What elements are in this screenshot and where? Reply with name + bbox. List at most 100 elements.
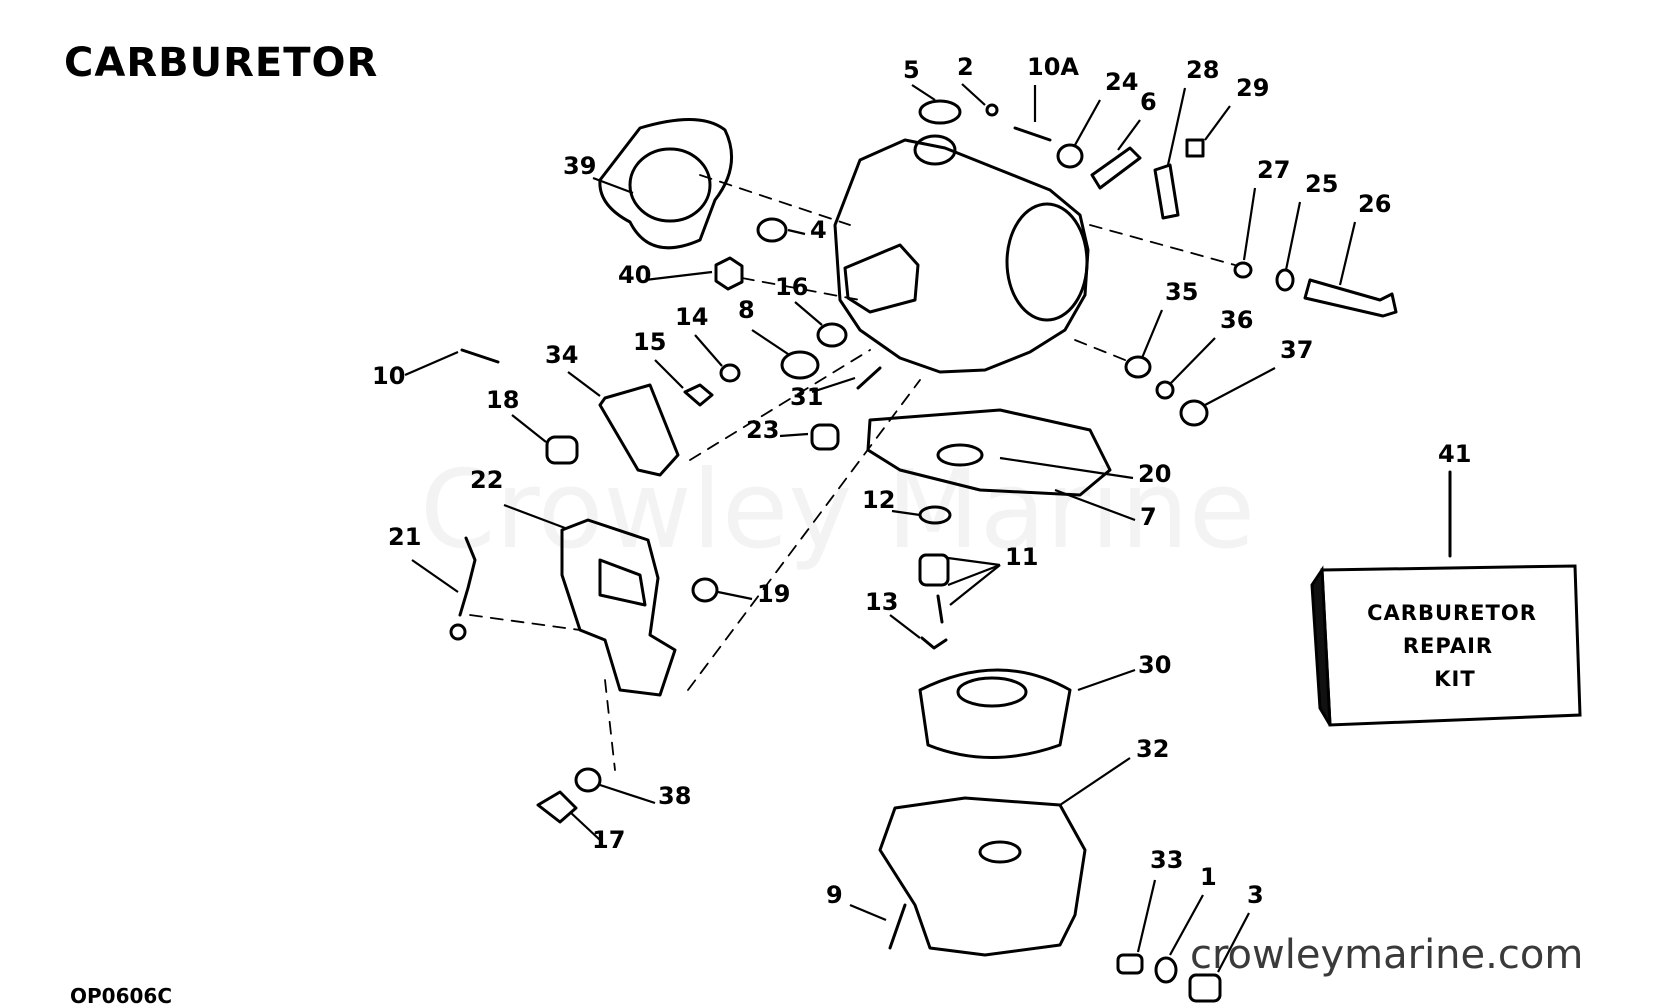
- callout-20: 20: [1138, 460, 1171, 488]
- leader-line-26: [1338, 221, 1357, 286]
- screw-9: [888, 903, 907, 950]
- callout-36: 36: [1220, 306, 1253, 334]
- pin-31: [856, 366, 882, 390]
- leader-line-38: [599, 783, 656, 805]
- washer-16: [816, 322, 848, 348]
- washer-27: [1233, 261, 1253, 279]
- bushing-18: [545, 435, 579, 465]
- callout-38: 38: [658, 782, 691, 810]
- leader-line-6: [1117, 119, 1141, 151]
- leader-line-11: [947, 556, 1001, 567]
- leader-line-8: [751, 329, 789, 355]
- callout-18: 18: [486, 386, 519, 414]
- float-bowl-gasket-hole: [936, 443, 984, 467]
- gasket-12: [918, 505, 952, 525]
- leader-line-21: [411, 559, 459, 593]
- leader-line-39: [592, 176, 634, 195]
- drawing-code: OP0606C: [70, 984, 173, 1008]
- callout-37: 37: [1280, 336, 1313, 364]
- nut-40: [714, 256, 744, 291]
- plug-4: [756, 217, 788, 243]
- cover-plate: [560, 518, 677, 697]
- leader-line-20: [999, 456, 1134, 480]
- alignment-line: [1089, 224, 1236, 266]
- alignment-line: [1074, 339, 1131, 363]
- spring-35: [1124, 355, 1152, 379]
- callout-29: 29: [1236, 74, 1269, 102]
- alignment-line: [469, 614, 581, 631]
- alignment-line: [699, 174, 851, 226]
- leader-line-34: [567, 371, 601, 397]
- callout-31: 31: [790, 383, 823, 411]
- leader-line-12: [891, 509, 921, 517]
- callout-39: 39: [563, 152, 596, 180]
- leader-line-14: [694, 334, 723, 367]
- kit-line-3: KIT: [1434, 667, 1475, 691]
- washer-25: [1275, 268, 1295, 292]
- leader-line-35: [1140, 309, 1164, 359]
- kit-line-1: CARBURETOR: [1367, 601, 1537, 625]
- callout-2: 2: [957, 53, 974, 81]
- carb-throat: [1005, 202, 1089, 322]
- callout-35: 35: [1165, 278, 1198, 306]
- spring-8: [780, 350, 820, 380]
- leader-line-31: [811, 376, 856, 394]
- leader-line-32: [1059, 757, 1131, 806]
- callout-32: 32: [1136, 735, 1169, 763]
- callout-22: 22: [470, 466, 503, 494]
- flange-gasket-hole: [628, 147, 712, 223]
- roll-pin-10: [460, 348, 500, 364]
- leader-line-15: [654, 359, 684, 389]
- callout-9: 9: [826, 881, 843, 909]
- leader-line-36: [1169, 337, 1216, 385]
- leader-line-23: [779, 432, 809, 438]
- callout-4: 4: [810, 216, 827, 244]
- screw-29: [1185, 138, 1205, 158]
- watermark: Crowley Marine: [420, 448, 1255, 573]
- float-bowl-post: [978, 840, 1022, 864]
- plug-3: [1188, 973, 1222, 1003]
- leader-line-11-3: [949, 564, 1001, 606]
- callout-13: 13: [865, 588, 898, 616]
- callout-19: 19: [757, 580, 790, 608]
- callout-10a: 10A: [1027, 53, 1079, 81]
- callout-21: 21: [388, 523, 421, 551]
- leader-line-17: [569, 811, 601, 841]
- callout-34: 34: [545, 341, 578, 369]
- washer-1: [1154, 956, 1178, 984]
- callout-25: 25: [1305, 170, 1338, 198]
- leader-line-10: [404, 350, 459, 377]
- carb-choke-plate: [843, 243, 920, 314]
- leader-line-28: [1166, 87, 1187, 166]
- leader-line-25: [1284, 201, 1302, 271]
- callout-28: 28: [1186, 56, 1219, 84]
- float-bowl-gasket: [866, 408, 1112, 497]
- leader-line-9: [849, 903, 887, 922]
- leader-line-19: [717, 590, 753, 601]
- leader-line-4: [787, 228, 806, 236]
- callout-11: 11: [1005, 543, 1038, 571]
- leader-line-37: [1204, 367, 1276, 406]
- callout-41: 41: [1438, 440, 1471, 468]
- leader-line-3: [1217, 912, 1250, 973]
- screw-17: [536, 790, 578, 824]
- float-top: [956, 676, 1028, 708]
- carb-body: [833, 138, 1090, 374]
- leader-line-22: [503, 503, 566, 530]
- roll-pin-10a: [1013, 126, 1052, 142]
- carb-bore: [913, 134, 957, 166]
- callout-7: 7: [1140, 503, 1157, 531]
- page-title: CARBURETOR: [64, 40, 379, 86]
- callout-8: 8: [738, 296, 755, 324]
- callout-3: 3: [1247, 881, 1264, 909]
- leader-line-16: [794, 301, 823, 326]
- plug-23: [810, 423, 840, 451]
- bracket-28: [1153, 163, 1180, 220]
- callout-26: 26: [1358, 190, 1391, 218]
- leader-line-13: [889, 614, 921, 639]
- leader-line-24: [1074, 99, 1101, 146]
- callout-17: 17: [592, 826, 625, 854]
- spring-33: [1116, 953, 1144, 975]
- callout-33: 33: [1150, 846, 1183, 874]
- leader-line-40: [644, 270, 713, 282]
